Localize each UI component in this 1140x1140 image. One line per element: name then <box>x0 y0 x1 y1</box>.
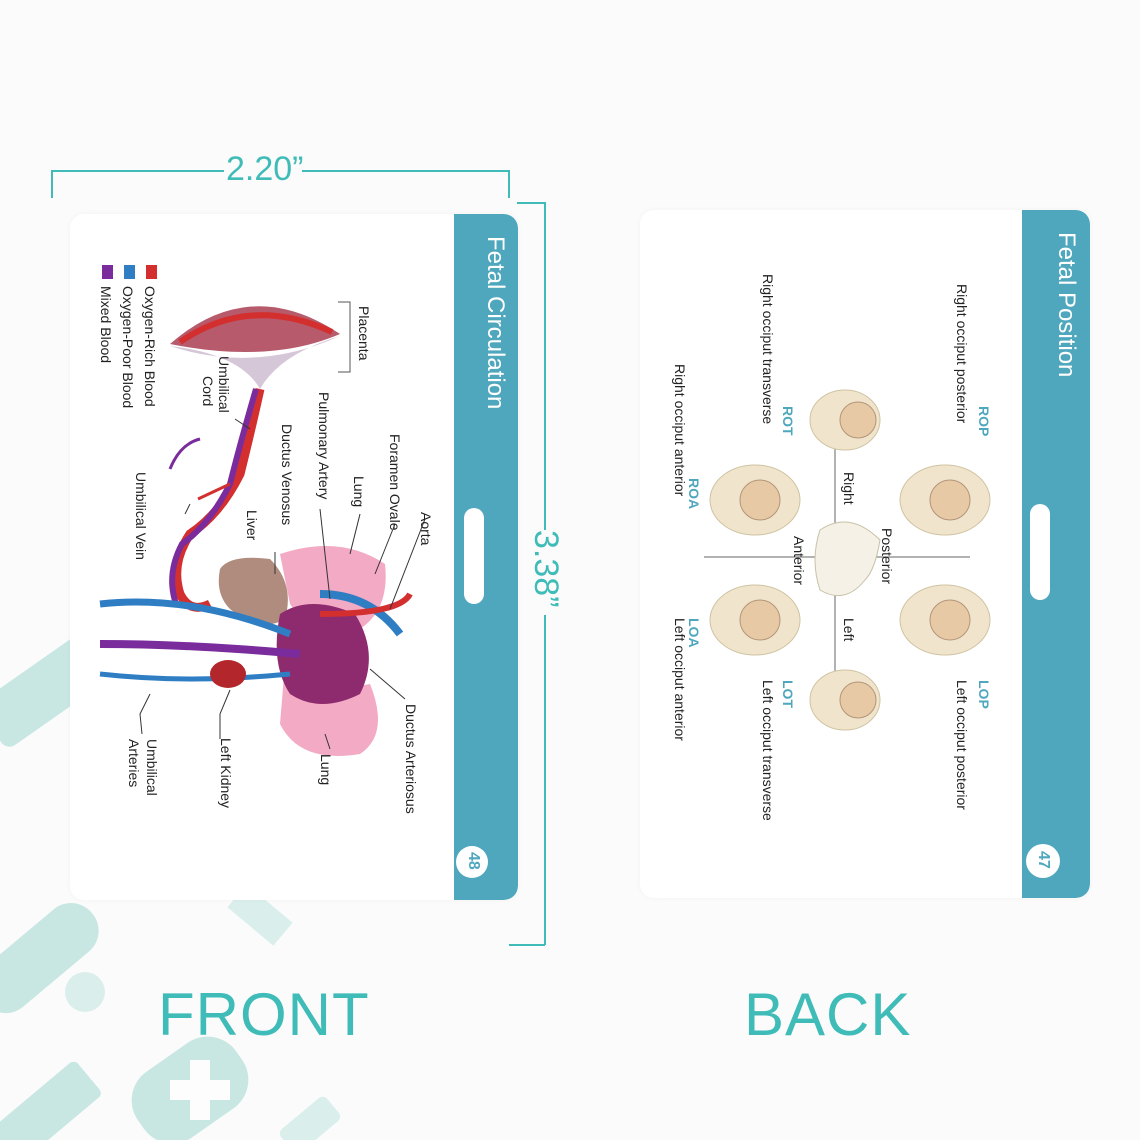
position-code-loa: LOA <box>686 618 702 648</box>
position-name-rot: Right occiput transverse <box>760 274 776 425</box>
position-name-roa: Right occiput anterior <box>672 364 688 497</box>
label-lung-bottom: Lung <box>318 754 334 786</box>
axis-label-posterior: Posterior <box>879 528 895 585</box>
front-card-number: 48 <box>465 852 482 870</box>
label-umbilical-cord-line1: Umbilical <box>216 356 232 413</box>
label-umbilical-arteries-line2: Arteries <box>126 739 142 788</box>
label-aorta: Aorta <box>418 512 434 546</box>
height-dimension-tick-bottom <box>509 944 545 946</box>
height-dimension-label: 3.38” <box>527 530 565 608</box>
front-card: Fetal Circulation 48 Oxygen-Rich Blood O… <box>70 214 518 900</box>
back-card-number-badge <box>1026 844 1060 878</box>
width-dimension-line-right <box>302 170 509 172</box>
label-umbilical-cord-line2: Cord <box>200 376 216 407</box>
label-liver: Liver <box>244 510 260 541</box>
label-placenta: Placenta <box>356 306 372 361</box>
label-lung-top: Lung <box>351 476 367 508</box>
front-card-number-badge <box>456 846 488 878</box>
position-name-loa: Left occiput anterior <box>672 618 688 741</box>
label-umbilical-arteries-line1: Umbilical <box>144 739 160 796</box>
axis-label-right: Right <box>841 472 857 505</box>
label-foramen-ovale: Foramen Ovale <box>387 434 403 531</box>
placenta-bracket <box>338 301 351 373</box>
fetus-figures <box>709 389 991 731</box>
position-code-rop: ROP <box>976 406 992 437</box>
label-ductus-venosus: Ductus Venosus <box>279 424 295 526</box>
fetal-position-illustration <box>704 389 991 731</box>
height-dimension-line-top <box>544 202 546 530</box>
axis-label-anterior: Anterior <box>791 536 807 586</box>
front-card-slot <box>464 508 484 604</box>
legend-swatch-oxygen-rich <box>146 265 157 279</box>
back-caption: BACK <box>744 981 912 1048</box>
back-card-title: Fetal Position <box>1053 232 1080 378</box>
label-pulmonary-artery: Pulmonary Artery <box>316 392 332 500</box>
label-umbilical-vein: Umbilical Vein <box>133 472 149 560</box>
position-name-rop: Right occiput posterior <box>954 284 970 424</box>
label-left-kidney: Left Kidney <box>218 738 234 809</box>
width-dimension-line-left <box>52 170 224 172</box>
front-card-title: Fetal Circulation <box>482 236 509 410</box>
position-name-lop: Left occiput posterior <box>954 680 970 810</box>
back-card-slot <box>1030 504 1050 600</box>
legend-swatch-mixed <box>102 265 113 279</box>
back-card: Fetal Position 47 Right Left Anterior Po… <box>640 210 1090 898</box>
height-dimension-line-bottom <box>544 615 546 945</box>
position-name-lot: Left occiput transverse <box>760 680 776 821</box>
label-ductus-arteriosus: Ductus Arteriosus <box>403 704 419 814</box>
front-caption: FRONT <box>158 981 370 1048</box>
fetal-circulation-illustration <box>99 301 426 756</box>
legend-swatch-oxygen-poor <box>124 265 135 279</box>
position-code-lot: LOT <box>780 680 796 708</box>
position-code-lop: LOP <box>976 680 992 709</box>
back-card-number: 47 <box>1035 851 1052 869</box>
position-code-roa: ROA <box>686 478 702 510</box>
height-dimension-tick-top <box>517 202 545 204</box>
position-code-rot: ROT <box>780 406 796 436</box>
width-dimension-label: 2.20” <box>226 150 304 188</box>
axis-label-left: Left <box>841 618 857 642</box>
width-dimension-tick-right <box>508 170 510 198</box>
width-dimension-tick-left <box>51 170 53 198</box>
